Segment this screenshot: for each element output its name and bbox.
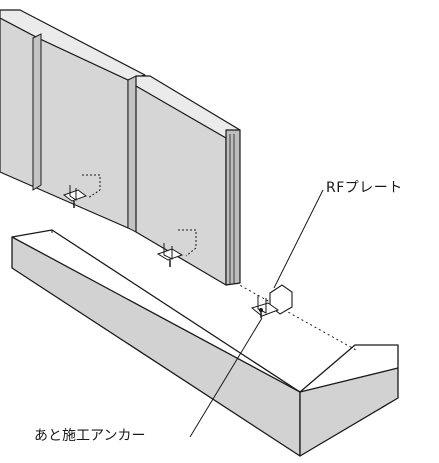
rf-plate-label: RFプレート	[326, 180, 403, 196]
slab-top-surface	[12, 233, 398, 395]
rf-plate-left	[62, 174, 101, 208]
wall-panels	[0, 9, 241, 286]
panel-joint-middle	[127, 75, 137, 233]
rf-plate-leader-line	[273, 189, 324, 289]
anchor-label: あと施工アンカー	[34, 428, 146, 444]
rf-plate-middle	[156, 229, 197, 267]
slab-right-face	[299, 367, 399, 457]
slab-top-edge	[11, 229, 399, 393]
guide-dotted-line	[235, 282, 357, 351]
panel-right-edge	[225, 129, 241, 286]
slab-front-face	[11, 236, 301, 457]
floor-slab	[11, 229, 399, 457]
anchor-leader-line	[189, 317, 263, 438]
rf-plate-right	[250, 284, 293, 318]
panel-joint-left	[32, 33, 42, 191]
